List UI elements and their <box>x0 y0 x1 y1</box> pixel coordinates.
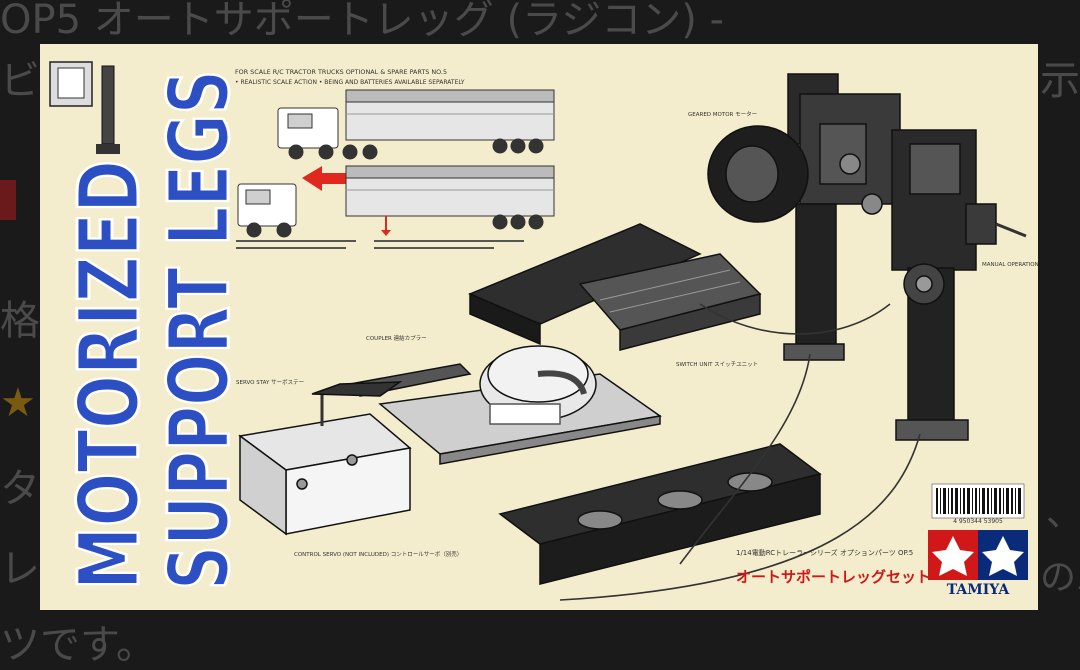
truck-diagram-bottom <box>237 165 555 238</box>
callout-geared-motor: GEARED MOTOR モーター <box>688 110 757 118</box>
background-badge <box>0 180 16 220</box>
callout-switch-unit: SWITCH UNIT スイッチユニット <box>676 361 758 368</box>
background-price-label: 格 <box>0 298 40 344</box>
switch-unit <box>468 223 762 351</box>
header-line-2: • REALISTIC SCALE ACTION • BEING AND BAT… <box>235 79 465 86</box>
callout-manual-switch: MANUAL OPERATION SWITCH 手動スイッチ <box>982 260 1038 268</box>
geared-motor-assembly <box>707 73 1027 441</box>
header-line-1: FOR SCALE R/C TRACTOR TRUCKS OPTIONAL & … <box>235 68 447 76</box>
product-illustration: FOR SCALE R/C TRACTOR TRUCKS OPTIONAL & … <box>49 61 1038 601</box>
mini-leg-thumbnail <box>49 61 120 154</box>
control-servo <box>238 381 412 536</box>
japanese-product-title: オートサポートレッグセット <box>736 568 932 586</box>
background-description-line: レ <box>0 546 40 592</box>
background-right-fragment: のパ <box>1040 557 1080 598</box>
title-line-support-legs: SUPPORT LEGS <box>150 70 240 590</box>
barcode-number: 4 950344 53905 <box>953 518 1003 525</box>
wiring <box>559 303 921 601</box>
callout-control-servo: CONTROL SERVO (NOT INCLUDED) コントロールサーボ（別… <box>294 550 462 558</box>
background-right-fragment: 、 <box>1046 493 1080 534</box>
brand-name: TAMIYA <box>946 582 1010 598</box>
japanese-subtitle: 1/14電動RCトレーラーシリーズ オプションパーツ OP.5 <box>736 549 914 557</box>
background-star-icon: ★ <box>0 380 36 426</box>
background-page-title: OP5 オートサポートレッグ (ラジコン) - <box>0 0 725 43</box>
truck-diagram-top <box>277 89 555 160</box>
coupler-plate <box>348 345 662 465</box>
background-description-line: ツです。 <box>0 622 156 668</box>
red-arrow-icon <box>302 166 352 191</box>
product-image[interactable]: MOTORIZED SUPPORT LEGS FOR SCALE R/C TRA… <box>40 44 1038 610</box>
vertical-title: MOTORIZED SUPPORT LEGS <box>59 69 241 592</box>
background-description-line: タ <box>0 466 40 512</box>
barcode-icon <box>931 483 1025 519</box>
title-line-motorized: MOTORIZED <box>60 160 158 590</box>
tamiya-logo-icon <box>928 530 1028 580</box>
callout-coupler: COUPLER 連結カプラー <box>366 334 427 342</box>
battery-box <box>498 443 822 585</box>
background-page-title-line-2: ビ <box>0 58 40 104</box>
background-right-fragment: 示 <box>1040 58 1080 104</box>
callout-servo-stay: SERVO STAY サーボステー <box>236 378 304 386</box>
